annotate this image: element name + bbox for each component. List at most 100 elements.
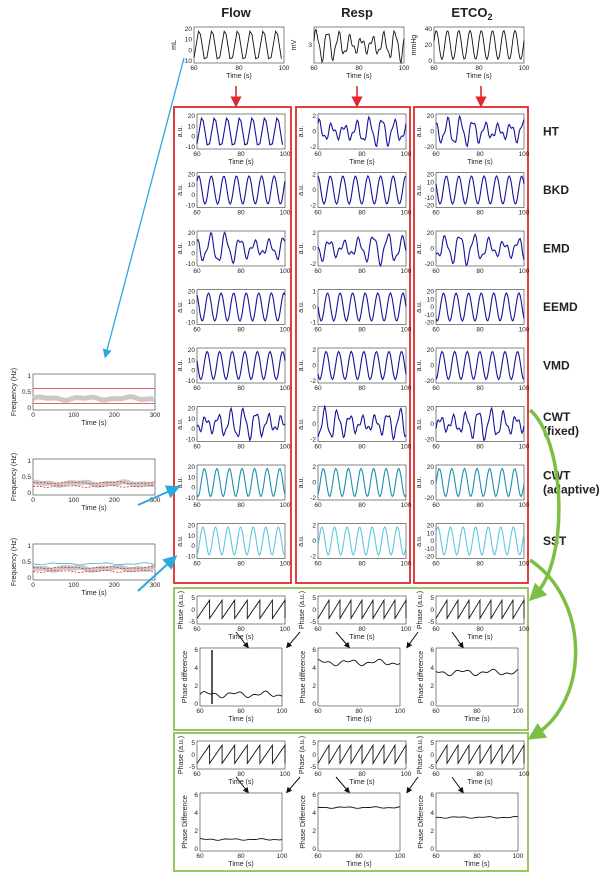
x-tick-label: 100 [401, 626, 412, 633]
plot-frame [317, 523, 407, 559]
y-tick-label: 0 [430, 701, 434, 708]
x-tick-label: 100 [280, 327, 291, 334]
y-axis-label: Phase (a.u.) [299, 591, 306, 629]
method-label: EEMD [543, 300, 578, 314]
y-tick-label: 0 [312, 752, 316, 759]
arrow-cyan-long [102, 57, 185, 359]
plot-frame [435, 230, 525, 267]
y-tick-label: 20 [188, 347, 196, 354]
plot-frame [317, 113, 407, 150]
x-axis-label: Time (s) [346, 861, 371, 868]
x-tick-label: 100 [401, 327, 412, 334]
green-box-sst-phase [173, 732, 529, 872]
decomp-trace [317, 467, 407, 498]
plot-frame [317, 347, 407, 384]
x-tick-label: 100 [401, 771, 412, 778]
tf-energy-band [32, 394, 156, 403]
x-tick-label: 80 [358, 327, 366, 334]
y-axis-label: a.u. [416, 301, 423, 313]
x-tick-label: 60 [432, 151, 440, 158]
x-tick-label: 80 [237, 626, 245, 633]
y-tick-label: 20 [427, 230, 435, 237]
y-tick-label: -2 [310, 554, 316, 561]
decomp-trace [435, 174, 525, 206]
x-axis-label: Time (s) [349, 159, 374, 166]
y-tick-label: 0 [430, 304, 434, 311]
y-tick-label: 20 [427, 113, 435, 120]
method-label: CWT(fixed) [543, 410, 579, 438]
plot-frame [32, 543, 156, 581]
phase-difference-trace [199, 838, 283, 841]
y-tick-label: 1 [27, 543, 31, 550]
phase-cross-arrow [235, 631, 249, 649]
x-axis-label: Time (s) [466, 73, 491, 80]
x-tick-label: 60 [196, 708, 204, 715]
y-tick-label: 0 [194, 701, 198, 708]
x-tick-label: 80 [476, 210, 484, 217]
x-tick-label: 100 [519, 444, 530, 451]
x-axis-label: Time (s) [346, 716, 371, 723]
x-tick-label: 60 [196, 853, 204, 860]
y-tick-label: 20 [188, 289, 196, 296]
x-tick-label: 80 [476, 771, 484, 778]
x-axis-label: Time (s) [81, 590, 106, 597]
y-axis-label: a.u. [298, 360, 305, 372]
y-tick-label: -10 [425, 546, 435, 553]
y-tick-label: -10 [186, 378, 196, 385]
y-tick-label: -10 [186, 144, 196, 151]
x-tick-label: 100 [519, 385, 530, 392]
plot-frame [196, 523, 286, 559]
tf-energy-band [32, 479, 156, 488]
x-tick-label: 0 [31, 412, 35, 419]
phase-difference-trace [435, 668, 519, 677]
decomp-trace [317, 233, 407, 268]
y-tick-label: 0 [430, 129, 434, 136]
x-tick-label: 100 [519, 561, 530, 568]
x-tick-label: 100 [519, 771, 530, 778]
x-tick-label: 100 [399, 65, 410, 72]
x-tick-label: 80 [237, 771, 245, 778]
tf-ridge-lower [32, 484, 156, 488]
y-axis-label: Phase Difference [300, 795, 307, 849]
y-tick-label: -10 [186, 203, 196, 210]
x-tick-label: 100 [401, 268, 412, 275]
y-tick-label: -10 [425, 195, 435, 202]
phase-trace [435, 598, 525, 621]
phase-trace [435, 743, 525, 766]
x-axis-label: Time (s) [228, 159, 253, 166]
x-tick-label: 60 [310, 65, 318, 72]
y-tick-label: 1 [27, 373, 31, 380]
y-tick-label: 10 [427, 530, 435, 537]
plot-frame [199, 647, 283, 707]
decomp-trace [196, 116, 284, 146]
method-label: BKD [543, 183, 569, 197]
y-tick-label: 0 [312, 538, 316, 545]
y-axis-label: Frequency (Hz) [11, 453, 18, 501]
x-tick-label: 200 [109, 497, 120, 504]
y-tick-label: 10 [188, 533, 196, 540]
y-tick-label: 0 [312, 701, 316, 708]
x-tick-label: 60 [193, 151, 201, 158]
y-tick-label: 0 [191, 134, 195, 141]
y-tick-label: 6 [430, 647, 434, 654]
x-tick-label: 100 [280, 210, 291, 217]
y-tick-label: -2 [310, 378, 316, 385]
y-tick-label: 0 [191, 426, 195, 433]
arrow-cyan-adaptive [137, 485, 181, 506]
y-tick-label: 0 [430, 538, 434, 545]
x-tick-label: 60 [432, 502, 440, 509]
y-tick-label: 0 [312, 129, 316, 136]
